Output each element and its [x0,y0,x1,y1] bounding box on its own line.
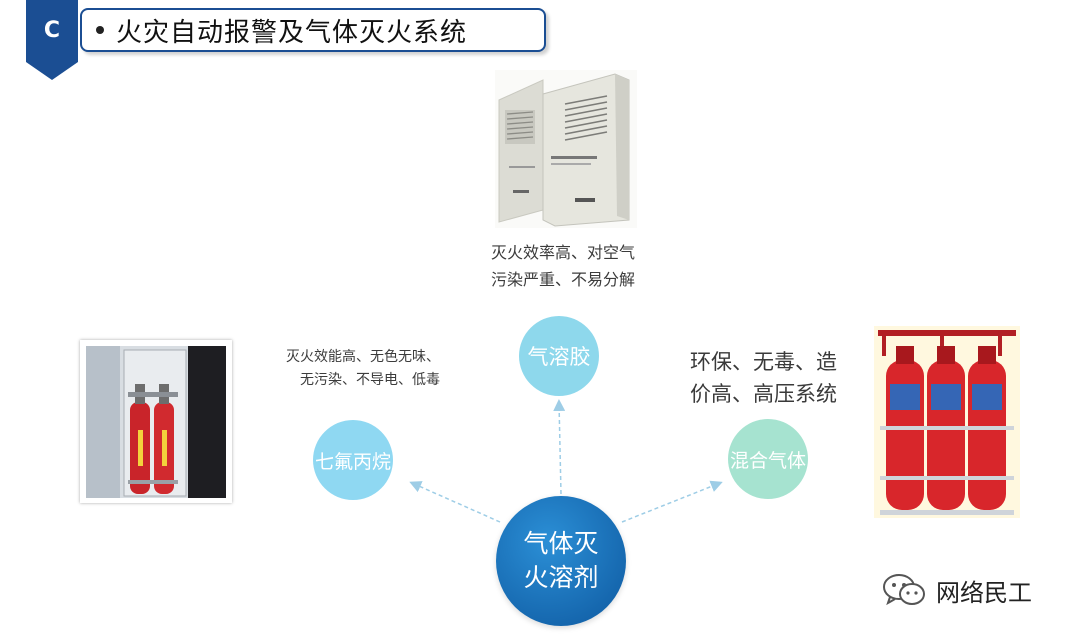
title-box: 火灾自动报警及气体灭火系统 [80,8,546,52]
section-badge-shape [26,0,78,80]
hfc-description-line: 无污染、不导电、低毒 [300,372,440,388]
node-aerosol-label: 气溶胶 [527,345,591,369]
aerosol-description-line: 污染严重、不易分解 [490,270,635,289]
node-mixed-gas: 混合气体 [728,419,808,499]
wechat-icon [883,574,925,606]
connector-to-hfc [409,481,501,523]
node-center-label-line1: 气体灭 [523,529,599,558]
mixed-gas-cylinders-photo [874,326,1020,518]
node-mixed-gas-label: 混合气体 [729,449,806,472]
aerosol-device-photo [495,70,637,228]
watermark: 网络民工 [882,572,1032,608]
node-hfc: 七氟丙烷 [313,420,393,500]
watermark-text: 网络民工 [936,578,1032,607]
node-hfc-label: 七氟丙烷 [314,450,391,473]
node-center: 气体灭 火溶剂 [496,496,626,626]
mixed-gas-description-line: 价高、高压系统 [690,382,837,406]
hfc-description-line: 灭火效能高、无色无味、 [286,349,440,365]
page-title: 火灾自动报警及气体灭火系统 [116,17,468,48]
mixed-gas-description: 环保、无毒、造 价高、高压系统 [690,346,855,410]
aerosol-description: 灭火效率高、对空气 污染严重、不易分解 [478,239,648,293]
hfc-cabinet-photo [80,340,232,503]
mixed-gas-description-line: 环保、无毒、造 [690,350,837,374]
hfc-description: 灭火效能高、无色无味、 无污染、不导电、低毒 [256,346,440,392]
section-badge-letter: C [43,18,61,43]
section-badge: C [26,0,78,80]
aerosol-description-line: 灭火效率高、对空气 [490,243,635,262]
node-center-label-line2: 火溶剂 [523,563,599,592]
connector-to-aerosol [553,399,566,495]
node-aerosol: 气溶胶 [519,316,599,396]
title-bullet [96,26,104,34]
connector-to-mixed [621,480,723,523]
